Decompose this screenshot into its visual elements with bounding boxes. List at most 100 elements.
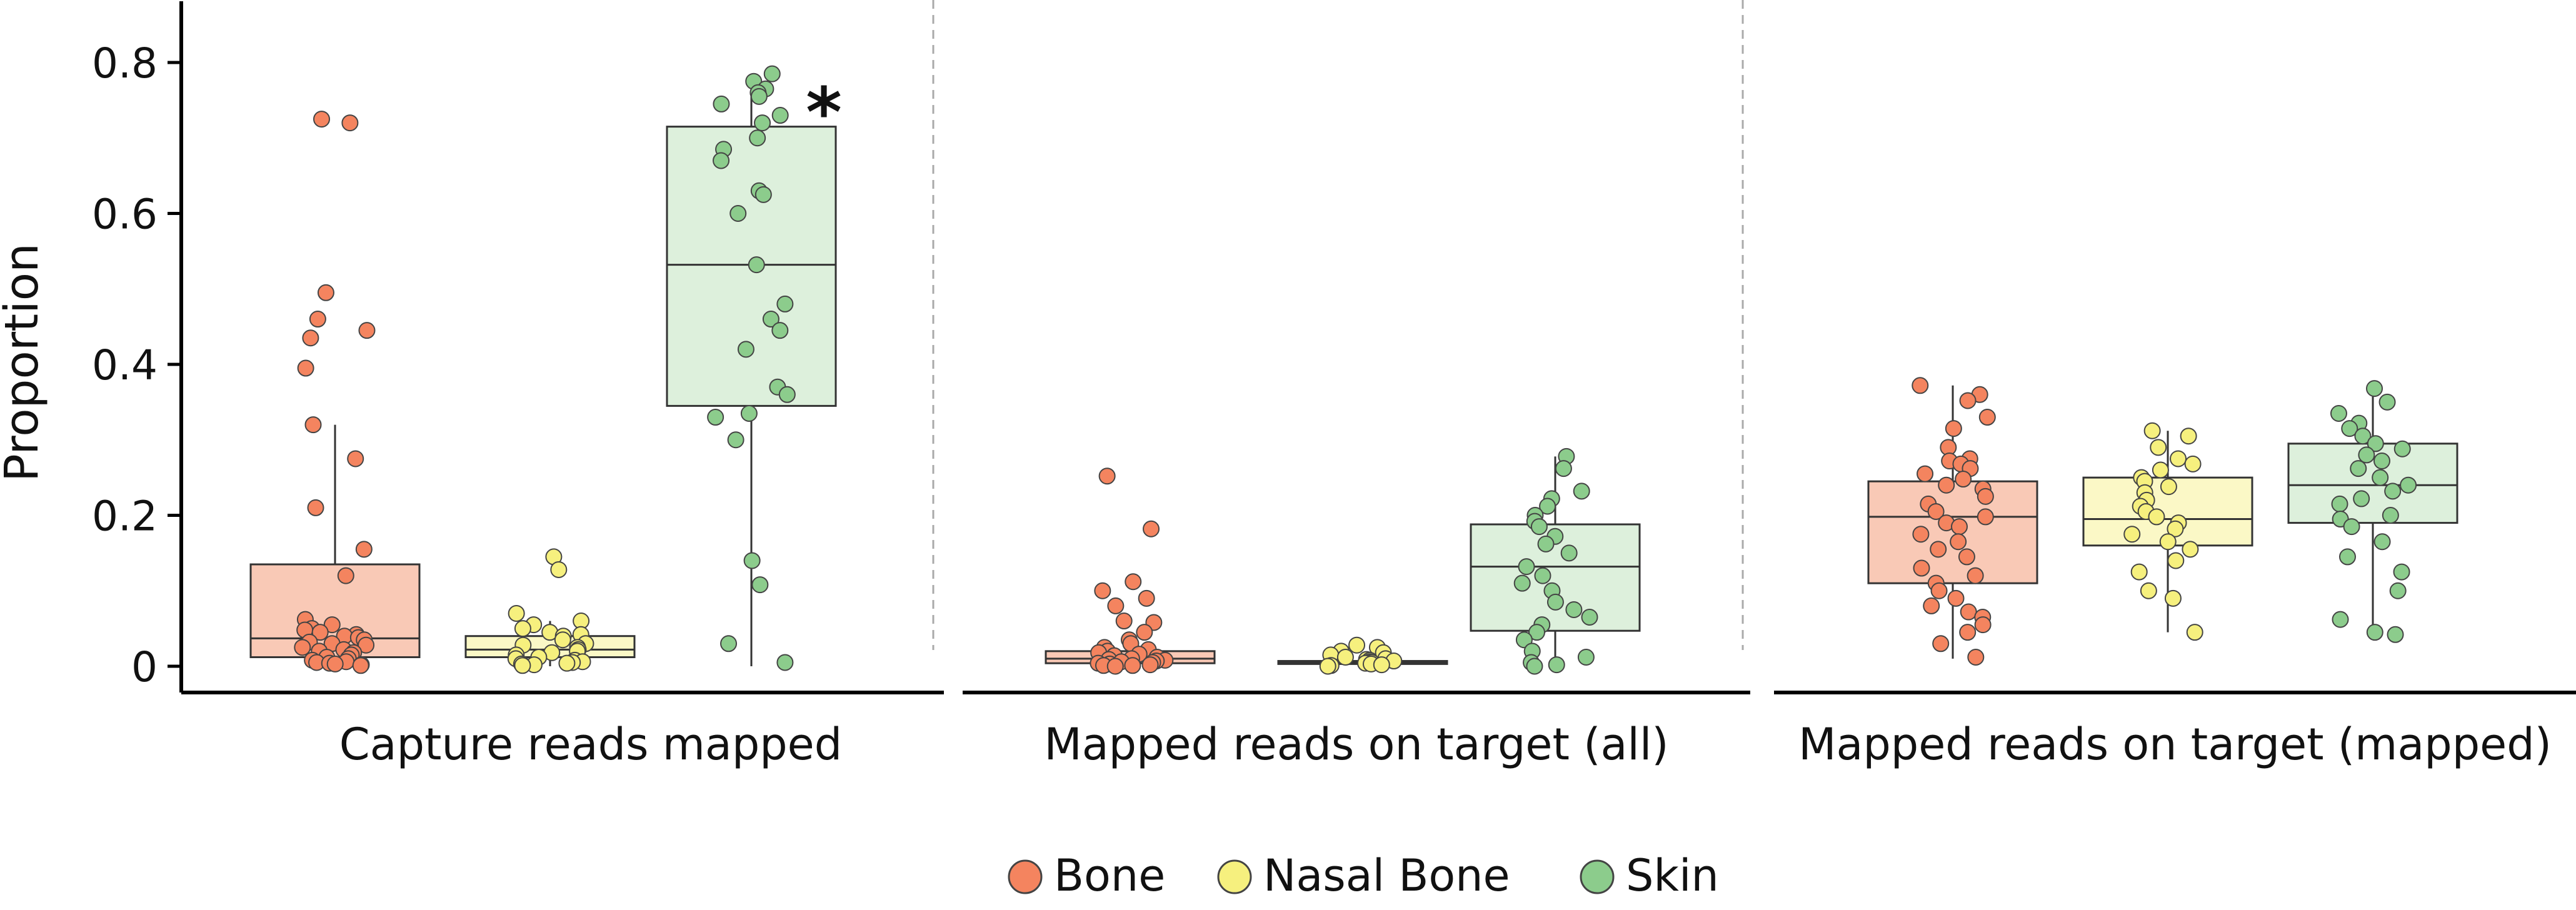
data-point <box>1959 624 1977 641</box>
data-point <box>2180 428 2197 445</box>
data-point <box>1950 518 1968 536</box>
data-point <box>2382 507 2399 524</box>
data-point <box>294 639 311 656</box>
data-point <box>2152 461 2169 479</box>
panel-dividers <box>932 0 1744 650</box>
data-point <box>1958 548 1975 566</box>
data-point <box>776 295 794 312</box>
data-point <box>1098 468 1116 485</box>
data-point <box>778 386 796 403</box>
legend-label: Nasal Bone <box>1263 850 1510 901</box>
data-point <box>2400 476 2417 494</box>
data-point <box>2366 380 2383 398</box>
data-point <box>1927 502 1945 520</box>
data-point <box>1336 649 1354 666</box>
data-point <box>2159 533 2177 551</box>
data-point <box>358 636 375 654</box>
legend-label: Skin <box>1626 850 1719 901</box>
data-point <box>1977 508 1994 526</box>
data-point <box>2160 478 2177 496</box>
data-point <box>1319 658 1336 675</box>
data-point <box>2350 460 2367 478</box>
data-point <box>302 329 319 347</box>
data-point <box>1548 656 1565 674</box>
data-point <box>1923 597 1940 614</box>
data-point <box>2167 520 2184 538</box>
data-point <box>508 604 525 622</box>
data-point <box>1938 476 1955 494</box>
x-axis-label-panel-1: Capture reads mapped <box>339 719 842 770</box>
data-point <box>1577 649 1595 666</box>
data-point <box>2140 582 2157 599</box>
data-point <box>727 431 744 449</box>
x-axis-label-panel-3: Mapped reads on target (mapped) <box>1798 719 2552 770</box>
data-point <box>323 616 341 634</box>
data-point <box>1526 658 1543 675</box>
data-point <box>762 311 779 328</box>
legend-swatch-skin <box>1580 859 1615 894</box>
data-point <box>1917 465 1934 482</box>
legend-swatch-bone <box>1008 859 1043 894</box>
data-point <box>754 114 771 132</box>
data-point <box>1947 589 1965 607</box>
boxes <box>249 74 2458 666</box>
data-point <box>1106 658 1124 675</box>
data-point <box>2182 541 2199 558</box>
data-point <box>1960 603 1977 621</box>
data-point <box>514 657 531 674</box>
data-point <box>2148 508 2165 526</box>
box-bone <box>1867 480 2038 584</box>
data-point <box>720 635 738 652</box>
data-point <box>1124 657 1141 674</box>
y-tick-label: 0 <box>131 643 158 691</box>
data-point <box>1528 624 1545 641</box>
data-point <box>771 107 789 124</box>
data-point <box>1141 656 1159 674</box>
data-point <box>1138 589 1155 607</box>
data-point <box>2170 450 2187 468</box>
data-point <box>1573 482 1590 500</box>
data-point <box>1518 558 1535 576</box>
data-point <box>2373 533 2391 551</box>
data-point <box>1930 582 1948 599</box>
data-point <box>352 657 369 674</box>
legend-label: Bone <box>1054 850 1165 901</box>
data-point <box>713 95 730 112</box>
data-point <box>2389 582 2407 599</box>
y-tick-label: 0.8 <box>92 39 158 88</box>
data-point <box>313 111 331 128</box>
data-point <box>2353 490 2370 508</box>
data-point <box>1912 377 1929 394</box>
data-point <box>550 561 568 578</box>
data-points <box>294 65 2417 675</box>
data-point <box>2372 469 2389 486</box>
data-point <box>307 499 324 516</box>
legend: Bone Nasal Bone Skin <box>1008 850 1719 901</box>
data-point <box>2164 589 2182 607</box>
data-point <box>2150 439 2167 456</box>
data-point <box>754 186 772 203</box>
data-point <box>304 416 322 434</box>
data-point <box>1978 409 1996 426</box>
data-point <box>2367 435 2384 452</box>
data-point <box>2378 393 2396 411</box>
data-point <box>1950 533 1967 551</box>
data-point <box>1913 559 1930 577</box>
data-point <box>2341 420 2358 438</box>
data-point <box>554 631 571 649</box>
data-point <box>1537 535 1555 552</box>
data-point <box>707 409 724 426</box>
data-point <box>311 624 329 641</box>
data-point <box>1546 593 1564 611</box>
data-point <box>2143 422 2161 439</box>
data-point <box>317 284 334 301</box>
data-point <box>341 114 359 132</box>
data-point <box>355 541 373 558</box>
data-point <box>558 654 576 672</box>
data-point <box>729 205 747 222</box>
data-point <box>2358 446 2375 464</box>
data-point <box>1930 541 1947 558</box>
data-point <box>1515 631 1533 649</box>
data-point <box>2331 495 2348 512</box>
